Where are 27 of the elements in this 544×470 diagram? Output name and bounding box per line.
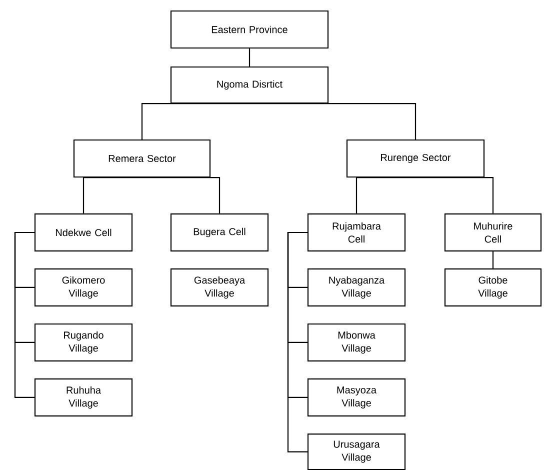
cell-box: Muhurire Cell [444, 213, 542, 252]
cell-box: Rujambara Cell [307, 213, 406, 252]
village-box: Gitobe Village [444, 268, 542, 307]
sector-box: Remera Sector [73, 139, 211, 178]
connector-line [248, 48, 250, 66]
connector-line [82, 176, 142, 214]
village-box: Mbonwa Village [307, 323, 406, 362]
village-box: Gikomero Village [34, 268, 133, 307]
village-box: Nyabaganza Village [307, 268, 406, 307]
province-box: Eastern Province [170, 10, 329, 49]
connector-line [416, 176, 494, 214]
connector-line [142, 176, 220, 214]
connector-line [356, 176, 416, 214]
district-box: Ngoma Disrtict [170, 66, 329, 104]
village-box: Gasebeaya Village [170, 268, 269, 307]
connector-line [250, 103, 416, 140]
sector-box: Rurenge Sector [346, 139, 485, 178]
village-box: Rugando Village [34, 323, 133, 362]
village-box: Ruhuha Village [34, 378, 133, 417]
connector-line [287, 232, 308, 452]
connector-line [141, 103, 250, 140]
cell-box: Ndekwe Cell [34, 213, 133, 252]
village-box: Urusagara Village [307, 433, 406, 470]
connector-line [492, 252, 494, 268]
cell-box: Bugera Cell [170, 213, 269, 252]
connector-line [14, 232, 34, 398]
village-box: Masyoza Village [307, 378, 406, 417]
